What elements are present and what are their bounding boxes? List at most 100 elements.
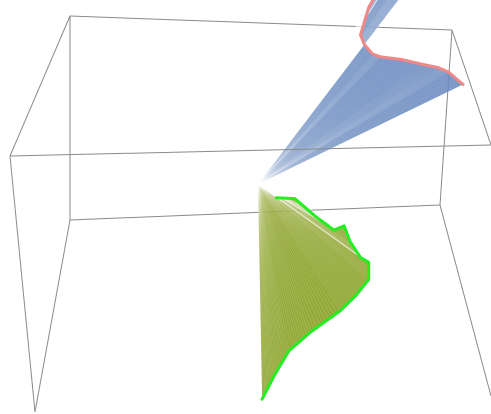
fan-ray-2-137 [257,183,268,390]
fan-ray-2-22 [257,183,318,218]
fan-surface-1 [258,0,463,184]
fan-ray-1-133 [257,64,426,185]
fan-ray-1-92 [257,45,366,185]
fan-ray-1-131 [257,63,423,185]
fan-ray-2-45 [257,183,347,233]
fan-ray-2-25 [257,183,323,223]
fan-ray-1-151 [257,71,449,185]
fan-ray-2-56 [257,183,356,250]
fan-ray-1-107 [257,55,378,185]
fan-ray-2-102 [257,183,338,314]
fan-ray-2-114 [257,183,305,338]
fan-ray-1-130 [257,63,421,185]
fan-ray-1-122 [257,59,404,185]
fan-ray-2-128 [257,183,279,369]
fan-ray-1-7 [257,0,396,185]
fan-ray-1-48 [257,0,375,185]
fan-ray-1-123 [257,60,406,185]
fan-ray-2-83 [257,183,367,283]
fan-ray-1-24 [257,0,385,185]
fan-ray-1-145 [257,69,443,185]
fan-ray-1-15 [257,0,391,185]
fan-ray-1-150 [257,71,448,185]
fan-ray-2-46 [257,183,348,235]
fan-ray-1-153 [257,74,452,185]
box-edge-back-right [439,29,453,206]
fan-ray-2-134 [257,183,271,383]
fan-ray-2-94 [257,183,352,300]
fan-ray-1-88 [257,41,364,185]
fan-ray-2-79 [257,183,369,277]
fan-ray-1-110 [257,56,381,185]
fan-ray-1-64 [257,11,368,185]
fan-ray-1-124 [257,60,408,185]
fan-ray-2-92 [257,183,356,297]
fan-ray-1-60 [257,5,370,185]
fan-ray-1-46 [257,0,376,185]
fan-ray-1-143 [257,68,441,185]
fan-ray-1-9 [257,0,395,185]
fan-ray-2-35 [257,183,339,229]
fan-ray-1-117 [257,58,394,185]
fan-ray-2-54 [257,183,354,247]
fan-ray-1-90 [257,43,365,185]
fan-ray-1-71 [257,21,365,185]
fan-edge-1 [359,0,465,86]
fan-ray-1-155 [257,76,455,185]
fan-ray-1-59 [257,4,371,185]
fan-ray-2-111 [257,183,312,332]
fan-ray-1-99 [257,52,372,185]
fan-ray-1-101 [257,54,374,185]
fan-ray-2-110 [257,183,315,330]
fan-mesh-2 [257,183,369,400]
fan-ray-1-106 [257,55,378,185]
fan-ray-2-140 [257,183,264,397]
fan-ray-1-142 [257,67,440,185]
fan-ray-2-89 [257,183,360,293]
fan-ray-2-119 [257,183,294,348]
fan-ray-2-23 [257,183,320,220]
fan-ray-2-118 [257,183,296,346]
fan-ray-1-87 [257,40,364,185]
fan-ray-1-128 [257,62,417,185]
fan-ray-2-80 [257,183,369,279]
fan-ray-1-140 [257,67,437,185]
fan-ray-2-116 [257,183,301,342]
fan-ray-2-24 [257,183,322,221]
fan-ray-2-121 [257,183,290,352]
fan-ray-2-129 [257,183,278,371]
fan-ray-1-134 [257,64,428,185]
fan-ray-1-63 [257,10,369,185]
fan-ray-2-6 [257,183,286,199]
fan-ray-1-149 [257,70,447,185]
fan-ray-1-42 [257,0,377,185]
fan-ray-1-31 [257,0,378,185]
fan-ray-1-26 [257,0,383,185]
fan-ray-2-115 [257,183,303,340]
fan-ray-2-138 [257,183,267,393]
fan-ray-1-115 [257,57,390,185]
fan-ray-2-122 [257,183,288,354]
fan-ray-1-157 [257,79,458,185]
fan-ray-1-52 [257,0,373,185]
fan-surfaces [257,0,465,401]
fan-ray-1-125 [257,61,410,185]
fan-ray-2-99 [257,183,344,308]
fan-ray-1-112 [257,56,384,185]
fan-ray-2-26 [257,183,325,224]
fan-ray-1-1 [257,0,399,185]
fan-ray-1-105 [257,55,377,185]
fan-ray-1-47 [257,0,375,185]
fan-ray-2-16 [257,183,306,208]
fan-ray-1-10 [257,0,394,185]
fan-ray-1-2 [257,0,399,185]
fan-ray-1-141 [257,67,439,185]
fan-ray-1-83 [257,36,362,185]
fan-ray-2-126 [257,183,282,364]
fan-ray-2-3 [257,183,281,199]
fan-ray-1-148 [257,70,446,185]
fan-ray-1-116 [257,57,392,185]
box-edge-front-top [9,144,491,157]
fan-ray-1-20 [257,0,388,185]
